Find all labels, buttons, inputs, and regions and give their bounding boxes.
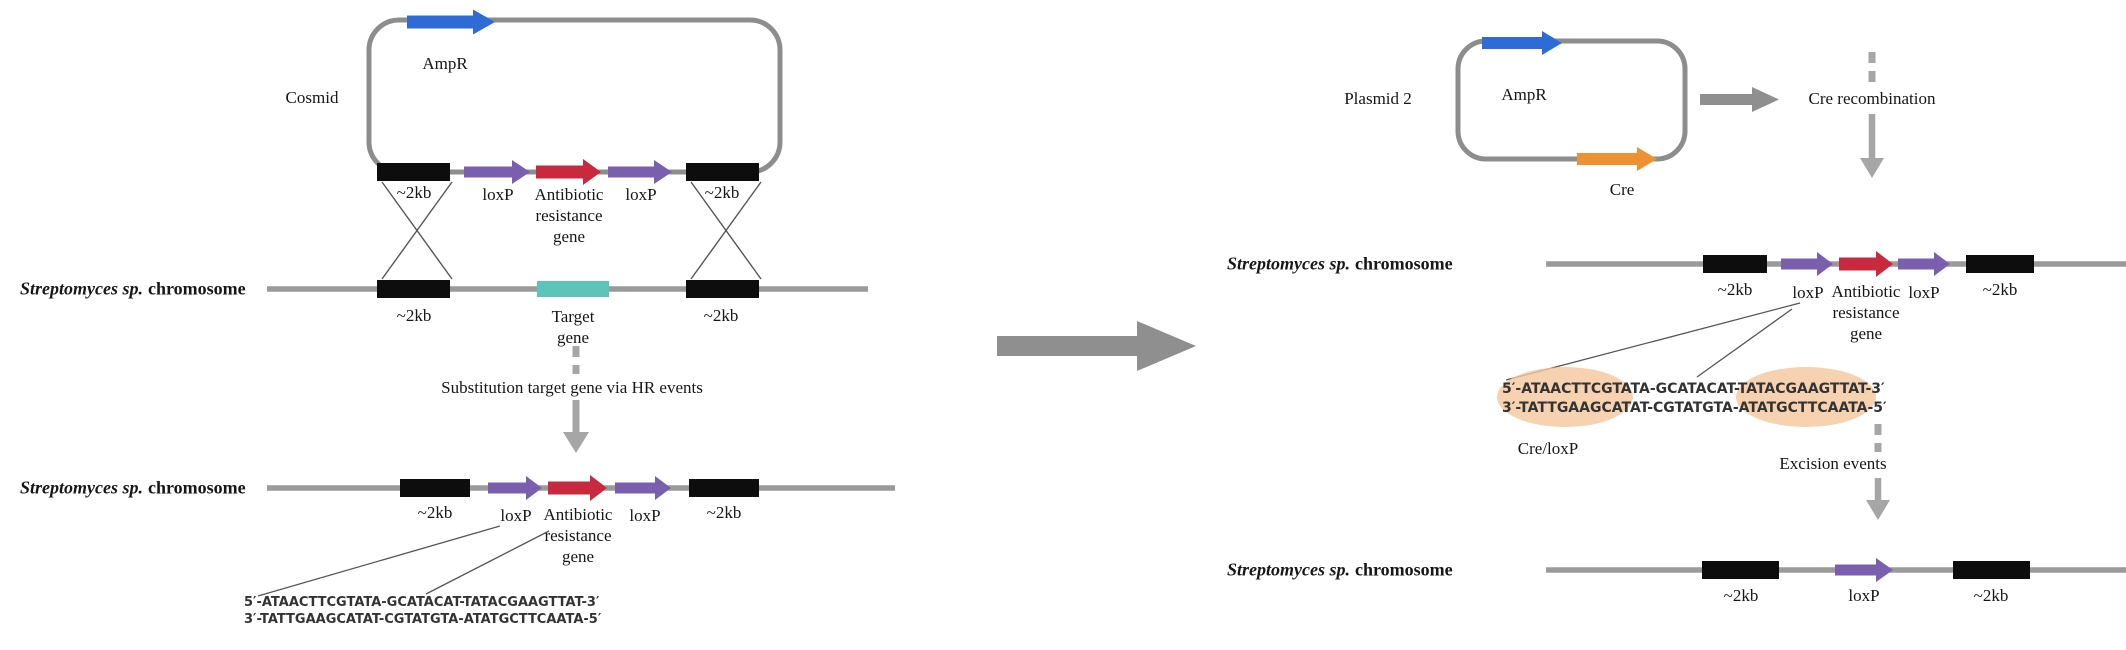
pointer-line	[1505, 302, 1801, 381]
homology-arm-label: ~2kb	[706, 503, 742, 522]
chromosome-label: Streptomyces sp.chromosome	[1227, 560, 1453, 581]
sequence-bottom-strand: 3′-TATTGAAGCATAT-CGTATGTA-ATATGCTTCAATA-…	[244, 612, 602, 627]
pointer-line	[425, 530, 550, 595]
down-arrow-head	[563, 432, 589, 453]
crossover-line	[381, 181, 453, 280]
homology-arm-box	[1702, 561, 1779, 579]
target-gene-box	[537, 281, 609, 297]
species-name: Streptomyces sp.	[1227, 559, 1350, 580]
loxp-sequence-block: 5′-ATAACTTCGTATA-GCATACAT-TATACGAAGTTAT-…	[244, 594, 601, 628]
loxp-site-arrow	[615, 476, 671, 500]
loxp-site-arrow	[1781, 252, 1833, 276]
cre-gene-arrow	[1577, 147, 1657, 171]
homology-arm-box	[686, 163, 759, 181]
cre-recombination-label: Cre recombination	[1808, 89, 1936, 108]
ampr-gene-arrow	[1482, 31, 1562, 55]
species-name: Streptomyces sp.	[1227, 253, 1350, 274]
homology-arm-label: ~2kb	[703, 306, 739, 325]
ampr-label: AmpR	[422, 54, 468, 73]
cosmid-label: Cosmid	[285, 88, 339, 107]
antibiotic-gene-label: Antibiotic resistance gene	[1831, 282, 1901, 343]
homology-arm-box	[686, 280, 759, 298]
homology-arm-label: ~2kb	[704, 183, 740, 202]
antibiotic-gene-label: Antibiotic resistance gene	[534, 185, 604, 246]
chromosome-word: chromosome	[1355, 253, 1453, 274]
crossover-line	[690, 181, 762, 280]
species-name: Streptomyces sp.	[20, 278, 143, 299]
loxp-site-arrow	[464, 160, 530, 184]
process-arrow	[997, 321, 1196, 371]
loxp-label: loxP	[1848, 586, 1880, 605]
homology-arm-box	[689, 479, 759, 497]
homology-arm-label: ~2kb	[1973, 586, 2009, 605]
ampr-label: AmpR	[1501, 85, 1547, 104]
loxp-label: loxP	[1792, 283, 1824, 302]
pointer-line	[1696, 308, 1793, 378]
plasmid2-label: Plasmid 2	[1344, 89, 1412, 108]
chromosome-word: chromosome	[148, 278, 246, 299]
chromosome-label: Streptomyces sp.chromosome	[1227, 254, 1453, 275]
loxp-highlight-ellipse	[1736, 367, 1876, 427]
loxp-label: loxP	[1908, 283, 1940, 302]
loxp-sequence-block: 5′-ATAACTTCGTATA-GCATACAT-TATACGAAGTTAT-…	[1502, 380, 1887, 418]
loxp-label: loxP	[482, 185, 514, 204]
target-gene-label: Target gene	[551, 307, 595, 347]
homology-arm-label: ~2kb	[396, 306, 432, 325]
process-arrow-small	[1700, 87, 1779, 112]
sequence-top-strand: 5′-ATAACTTCGTATA-GCATACAT-TATACGAAGTTAT-…	[1502, 381, 1885, 397]
chromosome-label: Streptomyces sp.chromosome	[20, 478, 246, 499]
homology-arm-box	[377, 163, 450, 181]
cre-label: Cre	[1609, 180, 1635, 199]
homology-arm-label: ~2kb	[1982, 280, 2018, 299]
species-name: Streptomyces sp.	[20, 477, 143, 498]
loxp-site-arrow	[488, 476, 542, 500]
chromosome-label: Streptomyces sp.chromosome	[20, 279, 246, 300]
loxp-site-arrow	[1835, 558, 1893, 582]
loxp-site-arrow	[1898, 252, 1950, 276]
homology-arm-box	[1703, 255, 1767, 273]
cre-loxp-label: Cre/loxP	[1517, 439, 1579, 458]
sequence-top-strand: 5′-ATAACTTCGTATA-GCATACAT-TATACGAAGTTAT-…	[244, 595, 600, 610]
pointer-line	[257, 525, 501, 597]
loxp-site-arrow	[608, 160, 672, 184]
homology-arm-box	[400, 479, 470, 497]
down-arrow-head	[1866, 500, 1890, 520]
chromosome-word: chromosome	[148, 477, 246, 498]
loxp-label: loxP	[629, 506, 661, 525]
substitution-step-label: Substitution target gene via HR events	[441, 378, 703, 397]
homology-arm-label: ~2kb	[1717, 280, 1753, 299]
homology-arm-box	[1966, 255, 2034, 273]
ampr-gene-arrow	[407, 9, 495, 35]
loxp-label: loxP	[625, 185, 657, 204]
plasmid2-backbone	[1455, 38, 1688, 162]
homology-arm-label: ~2kb	[1723, 586, 1759, 605]
antibiotic-resistance-gene-arrow	[1839, 251, 1893, 277]
down-arrow-head	[1860, 158, 1884, 178]
loxp-highlight-ellipse	[1497, 367, 1633, 427]
antibiotic-gene-label: Antibiotic resistance gene	[543, 505, 613, 566]
homology-arm-label: ~2kb	[417, 503, 453, 522]
excision-step-label: Excision events	[1779, 454, 1887, 473]
sequence-bottom-strand: 3′-TATTGAAGCATAT-CGTATGTA-ATATGCTTCAATA-…	[1502, 400, 1887, 416]
antibiotic-resistance-gene-arrow	[536, 159, 601, 185]
homology-arm-box	[1953, 561, 2030, 579]
homology-arm-box	[377, 280, 450, 298]
chromosome-word: chromosome	[1355, 559, 1453, 580]
cosmid-backbone	[366, 17, 783, 175]
homology-arm-label: ~2kb	[396, 183, 432, 202]
antibiotic-resistance-gene-arrow	[548, 475, 607, 501]
loxp-label: loxP	[500, 506, 532, 525]
